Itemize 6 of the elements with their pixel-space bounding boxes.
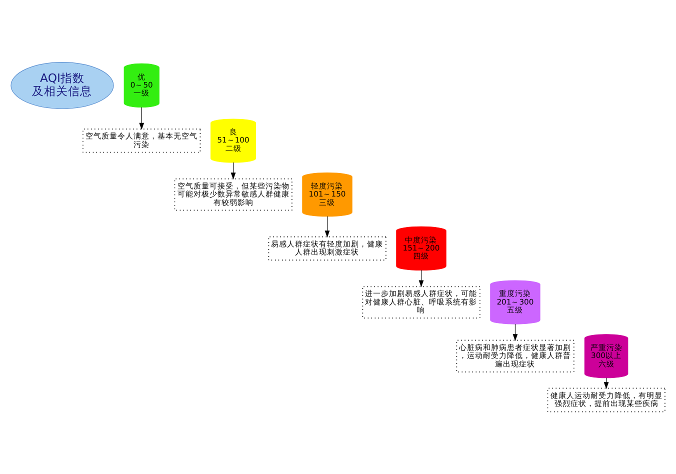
arrow	[230, 162, 236, 180]
arrow	[418, 270, 424, 288]
arrow	[139, 106, 144, 130]
arrow	[324, 216, 330, 238]
arrow	[512, 324, 518, 342]
node-ellipse: AQI指数及相关信息	[10, 62, 114, 109]
